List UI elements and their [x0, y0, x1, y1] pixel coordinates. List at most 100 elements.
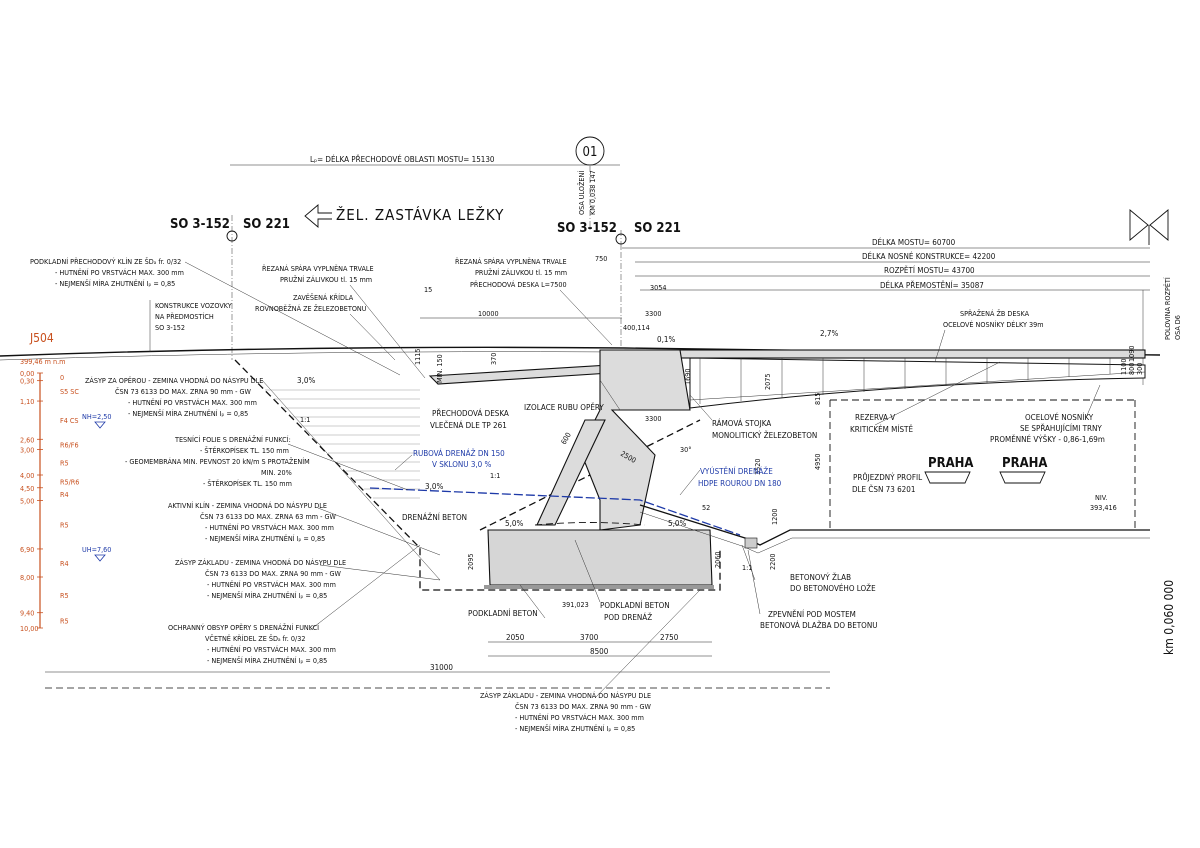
label-labels-l9b: VLEČENÁ DLE TP 261 — [430, 419, 507, 430]
label-labels-l16: VYÚSTĚNÍ DRENÁŽE — [700, 465, 773, 476]
label-dimensions-d600: 600 — [559, 431, 573, 446]
borehole-layer: R5 — [60, 521, 69, 530]
bottom-dimensions: 2050 3700 2750 8500 31000 — [45, 633, 830, 689]
leader-lines — [149, 261, 1101, 699]
borehole-depth: 2,60 — [20, 435, 34, 444]
label-labels-l17b: DLE ČSN 73 6201 — [852, 483, 915, 494]
label-labels-l18: AKTIVNÍ KLÍN - ZEMINA VHODNÁ DO NÁSYPU D… — [168, 501, 327, 510]
borehole-layer: F4 CS — [60, 416, 79, 425]
road-elevation: 399,46 m n.m — [20, 357, 65, 366]
label-dimensions-d2060: 2060 — [713, 552, 722, 568]
label-dimensions-niv_label: NIV. — [1095, 493, 1107, 502]
borehole-depth: 5,00 — [20, 497, 34, 506]
label-labels-l20c: - HUTNĚNÍ PO VRSTVÁCH MAX. 300 mm — [207, 580, 336, 589]
so-left-1: SO 3-152 — [170, 217, 230, 232]
transition-length: Lₚ= DÉLKA PŘECHODOVÉ OBLASTI MOSTU= 1513… — [310, 153, 495, 164]
label-labels-l25: OCHRANNÝ OBSYP OPĚRY S DRENÁŽNÍ FUNKCÍ — [168, 623, 319, 632]
label-labels-l8d: - NEJMENŠÍ MÍRA ZHUTNĚNÍ Iₚ = 0,85 — [128, 409, 248, 418]
label-dimensions-d2050: 2050 — [506, 633, 525, 642]
dim-10000: 10000 — [478, 309, 499, 318]
label-labels-l12b: KRITICKÉM MÍSTĚ — [850, 423, 913, 434]
label-labels-l5b: PRUŽNÍ ZÁLIVKOU tl. 15 mm — [475, 268, 567, 277]
label-labels-l23b: POD DRENÁŽ — [604, 611, 652, 622]
label-labels-l25d: - NEJMENŠÍ MÍRA ZHUTNĚNÍ Iₚ = 0,85 — [207, 656, 327, 665]
label-labels-l7b: OSA D6 — [1173, 315, 1182, 340]
label-labels-l13b: SE SPŘAHUJÍCÍMI TRNY — [1020, 422, 1102, 433]
borehole-layer: R5 — [60, 458, 69, 467]
label-labels-l3: ŘEZANÁ SPÁRA VYPLNĚNA TRVALE — [262, 264, 374, 273]
label-labels-l18c: - HUTNĚNÍ PO VRSTVÁCH MAX. 300 mm — [205, 523, 334, 532]
backfill-hatching — [265, 389, 420, 499]
label-dimensions-d1100: 1100 — [1119, 359, 1128, 375]
label-labels-l14c: - GEOMEMBRÁNA MIN. PEVNOST 20 kN/m S PRO… — [125, 457, 310, 466]
borehole-depth: 0,30 — [20, 377, 34, 386]
span-length: ROZPĚTÍ MOSTU= 43700 — [884, 264, 975, 275]
label-labels-l6b: OCELOVÉ NOSNÍKY DÉLKY 39m — [943, 320, 1044, 329]
label-labels-l18b: ČSN 73 6133 DO MAX. ZRNA 63 mm - GW — [200, 512, 337, 521]
label-dimensions-slope_30a: 3,0% — [297, 376, 315, 385]
so-left-2: SO 221 — [243, 217, 290, 232]
dim-15: 15 — [424, 285, 432, 294]
label-labels-l4b: ROVNOBĚŽNÁ ZE ŽELEZOBETONU — [255, 304, 367, 313]
praha-label-1: PRAHA — [928, 456, 973, 471]
label-dimensions-d2075: 2075 — [763, 374, 772, 390]
drainage-pipe — [369, 487, 741, 536]
label-dimensions-d2200: 2200 — [768, 554, 777, 570]
dim-3054: 3054 — [650, 283, 666, 292]
road-surface: J504 399,46 m n.m 2,7% 0,1% 400,114 — [0, 323, 1161, 366]
label-dimensions-elev_bottom: 391,023 — [562, 600, 589, 609]
excavation-outline — [234, 359, 721, 591]
label-labels-l25b: VČETNĚ KŘÍDEL ZE ŠDₐ fr. 0/32 — [205, 634, 305, 643]
label-labels-l23: PODKLADNÍ BETON — [600, 599, 670, 610]
label-labels-l3b: PRUŽNÍ ZÁLIVKOU tl. 15 mm — [280, 275, 372, 284]
label-labels-l20b: ČSN 73 6133 DO MAX. ZRNA 90 mm - GW — [205, 569, 342, 578]
bearing-km-label: KM 0,038 147 — [588, 170, 597, 215]
borehole-layer: R5 — [60, 591, 69, 600]
label-dimensions-d1690: 1690 — [683, 369, 692, 385]
label-dimensions-d31000: 31000 — [430, 663, 453, 672]
label-labels-l18d: - NEJMENŠÍ MÍRA ZHUTNĚNÍ Iₚ = 0,85 — [205, 534, 325, 543]
label-labels-l4: ZAVĚŠENÁ KŘÍDLA — [293, 293, 354, 302]
label-labels-l16b: HDPE ROUROU DN 180 — [698, 479, 782, 488]
borehole-depth: 9,40 — [20, 609, 34, 618]
borehole-layer: R6/F6 — [60, 440, 79, 449]
label-labels-l26b: ČSN 73 6133 DO MAX. ZRNA 90 mm - GW — [515, 702, 652, 711]
label-labels-l1c: - NEJMENŠÍ MÍRA ZHUTNĚNÍ Iₚ = 0,85 — [55, 279, 175, 288]
label-labels-l1: PODKLADNÍ PŘECHODOVÝ KLÍN ZE ŠDₐ fr. 0/3… — [30, 257, 181, 266]
label-labels-l10: IZOLACE RUBU OPĚRY — [524, 401, 604, 412]
station-name: ŽEL. ZASTÁVKA LEŽKY — [336, 205, 504, 224]
borehole-layer: R4 — [60, 490, 69, 499]
label-labels-l8c: - HUTNĚNÍ PO VRSTVÁCH MAX. 300 mm — [128, 398, 257, 407]
label-labels-l21: BETONOVÝ ŽLAB — [790, 571, 851, 582]
axis-label: 01 — [583, 145, 598, 160]
label-dimensions-d815: 815 — [813, 393, 822, 405]
direction-arrows: PRAHA PRAHA — [924, 456, 1047, 484]
label-dimensions-d2750: 2750 — [660, 633, 679, 642]
label-dimensions-ratio_c: 1:1 — [742, 563, 752, 572]
steel-girder-deck — [624, 349, 1146, 409]
label-dimensions-d300: 300 — [1135, 363, 1144, 375]
section-marks: SO 3-152 SO 221 ŽEL. ZASTÁVKA LEŽKY SO 3… — [170, 204, 681, 360]
label-labels-l15: RUBOVÁ DRENÁŽ DN 150 — [413, 447, 505, 458]
slope-2-7: 2,7% — [820, 329, 838, 338]
load-structure-length: DÉLKA NOSNÉ KONSTRUKCE= 42200 — [862, 250, 996, 261]
label-labels-l13c: PROMĚNNÉ VÝŠKY - 0,86-1,69m — [990, 433, 1105, 444]
label-dimensions-ratio_a: 1:1 — [300, 415, 310, 424]
dim-750: 750 — [595, 254, 607, 263]
label-labels-l2c: SO 3-152 — [155, 323, 185, 332]
label-dimensions-d4950: 4950 — [813, 454, 822, 470]
road-label: J504 — [29, 331, 54, 345]
elevation-top: 400,114 — [623, 323, 650, 332]
compass-icon — [1129, 209, 1169, 245]
label-labels-l26d: - NEJMENŠÍ MÍRA ZHUTNĚNÍ Iₚ = 0,85 — [515, 724, 635, 733]
borehole-depth: 1,10 — [20, 397, 34, 406]
borehole-layer: R5/R6 — [60, 477, 79, 486]
so-right-2: SO 221 — [634, 221, 681, 236]
label-labels-l9: PŘECHODOVÁ DESKA — [432, 407, 509, 418]
axis-marker-01: 01 OSA ULOŽENÍ KM 0,038 147 — [575, 136, 605, 232]
label-dimensions-angle: 30° — [680, 445, 691, 454]
label-dimensions-d8500: 8500 — [590, 647, 609, 656]
label-dimensions-slope_50b: 5,0% — [668, 519, 686, 528]
